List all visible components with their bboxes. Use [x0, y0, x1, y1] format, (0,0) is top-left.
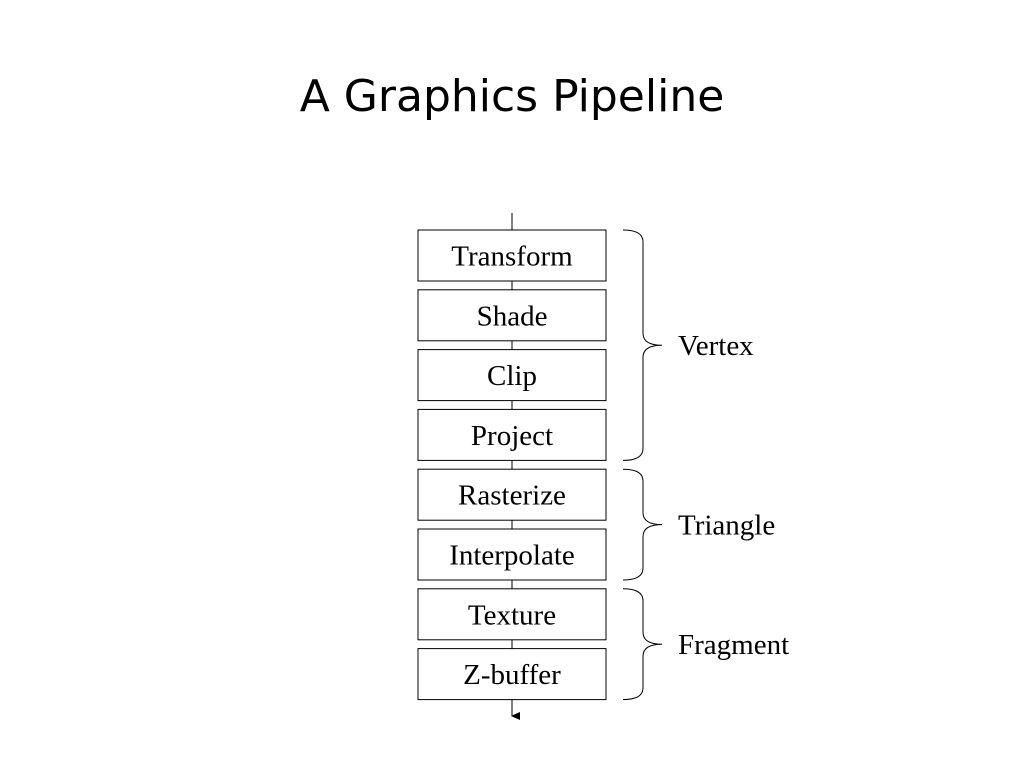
stage-label: Interpolate [449, 540, 575, 572]
group-label: Vertex [678, 330, 754, 362]
stage-label: Rasterize [458, 480, 566, 512]
stage-rasterize: Rasterize [417, 468, 607, 521]
stage-label: Clip [487, 360, 537, 392]
group-fragment: Fragment [622, 588, 789, 701]
brace [622, 229, 663, 461]
stage-box [417, 648, 607, 701]
stage-transform: Transform [417, 229, 607, 282]
stage-box [417, 528, 607, 581]
stage-box [417, 229, 607, 282]
stage-interpolate: Interpolate [417, 528, 607, 581]
stage-label: Texture [468, 599, 556, 631]
stage-box [417, 349, 607, 402]
stage-shade: Shade [417, 289, 607, 342]
group-vertex: Vertex [622, 229, 754, 461]
brace [622, 468, 663, 581]
stage-label: Project [471, 420, 553, 452]
group-label: Fragment [678, 629, 789, 661]
stages-layer: TransformShadeClipProjectRasterizeInterp… [417, 229, 607, 701]
slide-title: A Graphics Pipeline [299, 71, 725, 122]
stage-box [417, 468, 607, 521]
stage-label: Shade [477, 300, 548, 332]
group-triangle: Triangle [622, 468, 775, 581]
stage-box [417, 408, 607, 461]
stage-project: Project [417, 408, 607, 461]
stage-box [417, 289, 607, 342]
stage-z-buffer: Z-buffer [417, 648, 607, 701]
brace [622, 588, 663, 701]
group-label: Triangle [678, 510, 775, 542]
stage-label: Z-buffer [463, 659, 561, 691]
stage-texture: Texture [417, 588, 607, 641]
stage-clip: Clip [417, 349, 607, 402]
stage-box [417, 588, 607, 641]
stage-label: Transform [451, 241, 573, 273]
